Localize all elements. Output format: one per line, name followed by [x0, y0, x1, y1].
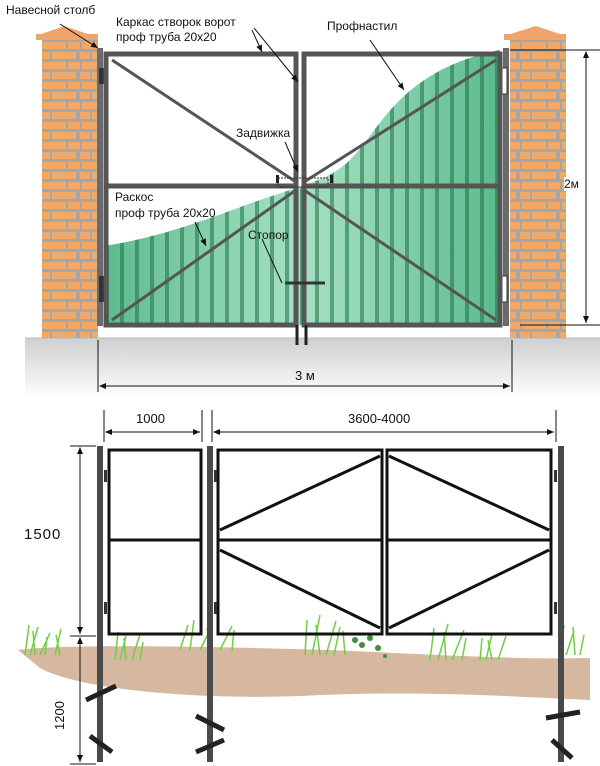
height-above-ground: 1500 — [24, 526, 62, 543]
brace-label-line1: Раскос — [115, 190, 154, 204]
post-label: Навесной столб — [6, 3, 96, 17]
stopper-label: Стопор — [248, 228, 289, 242]
frame-label-line1: Каркас створок ворот — [116, 15, 236, 29]
frame-label-line2: проф труба 20х20 — [116, 30, 217, 44]
wicket-width: 1000 — [136, 411, 165, 426]
brace-label-line2: проф труба 20х20 — [115, 206, 216, 220]
depth-below-ground: 1200 — [52, 701, 67, 730]
posts — [97, 446, 564, 762]
soil — [18, 646, 590, 700]
right-brick-pillar — [504, 26, 566, 338]
gate-width: 3600-4000 — [348, 411, 411, 426]
left-brick-pillar — [36, 26, 98, 338]
width-dimension: 3 м — [295, 368, 315, 383]
height-dimension: 2м — [564, 177, 579, 191]
sheet-label: Профнастил — [327, 19, 398, 33]
latch-label: Задвижка — [236, 126, 291, 140]
